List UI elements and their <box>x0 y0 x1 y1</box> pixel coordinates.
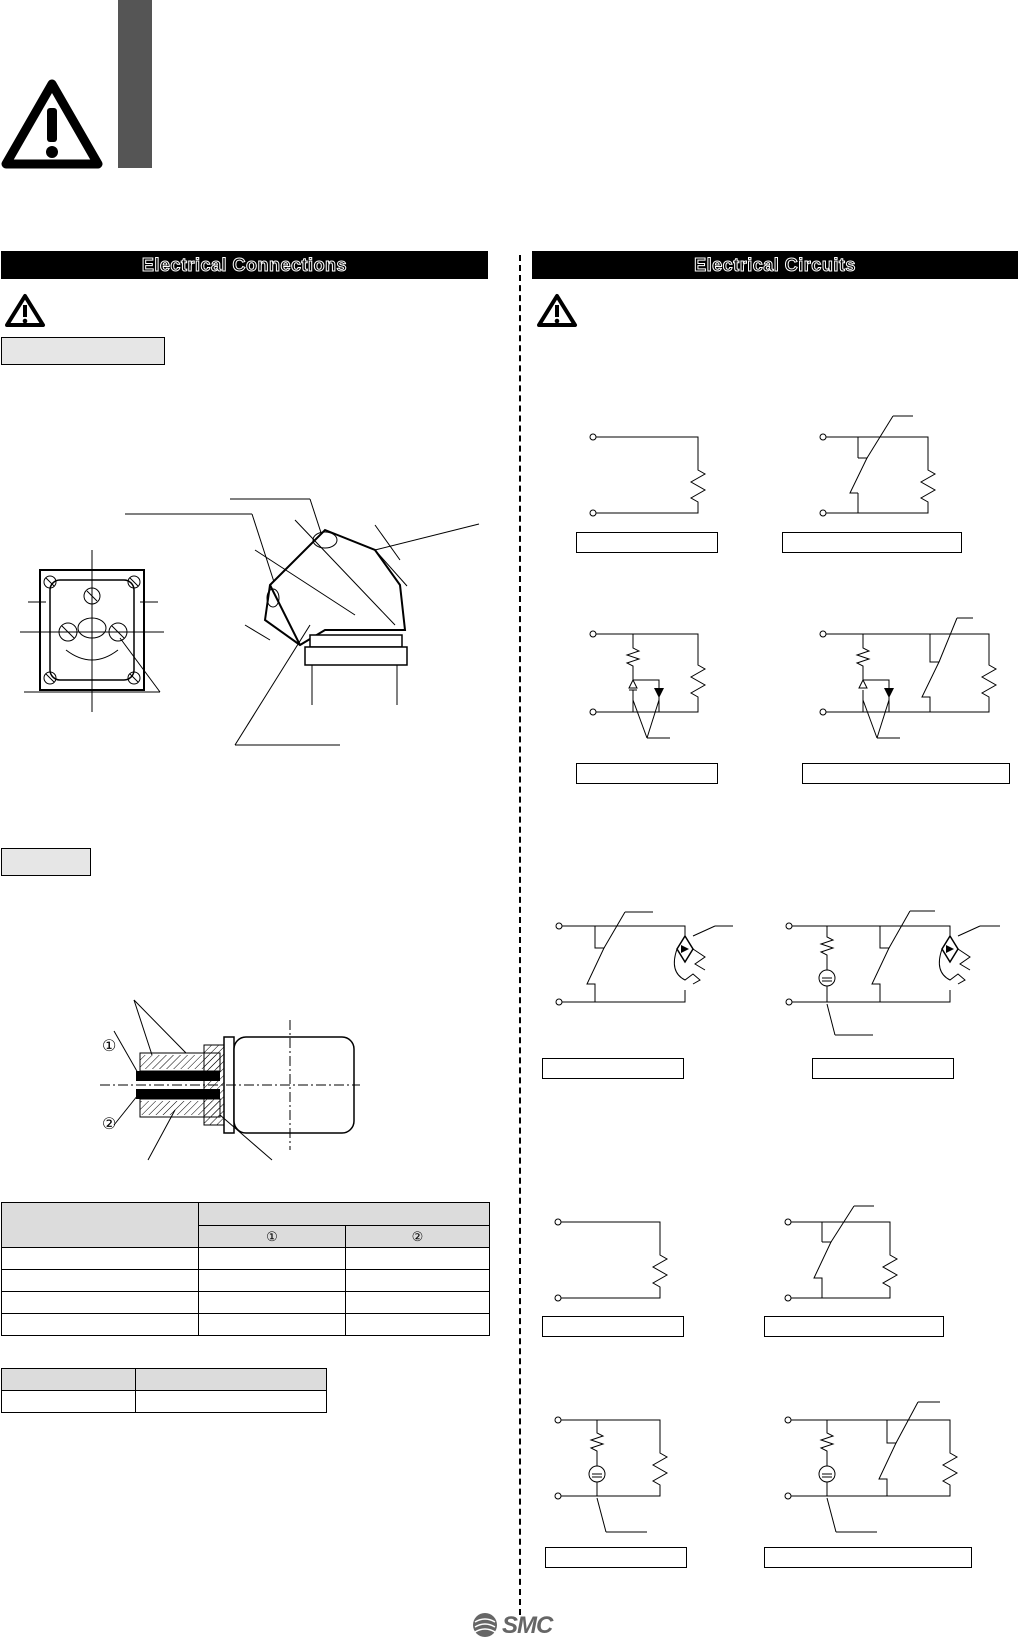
circuit-coil-varistor <box>819 415 937 517</box>
table-row <box>1 1313 490 1336</box>
circuit-caption <box>542 1316 684 1337</box>
electrical-connections-title: Electrical Connections <box>1 251 488 279</box>
cable-gland-cross-section <box>100 999 360 1161</box>
circuit-caption <box>764 1316 944 1337</box>
table-header-col-2: ② <box>345 1225 490 1248</box>
circuit-basic-coil-2 <box>554 1218 669 1302</box>
column-divider <box>519 255 521 1615</box>
circuit-dc-coil-led-varistor <box>784 1401 959 1533</box>
wire-marker-2: ② <box>102 1116 117 1133</box>
smc-logo-icon <box>473 1613 497 1637</box>
warning-triangle-small-icon <box>537 294 577 327</box>
circuit-dc-led-varistor-rectifier <box>785 910 1000 1036</box>
subsection-tag-connector <box>1 337 165 365</box>
small-table-header-1 <box>1 1368 136 1391</box>
warning-triangle-small-icon <box>5 294 45 327</box>
connector-front-view <box>20 550 164 712</box>
circuit-caption <box>576 763 718 784</box>
table-header-col-1: ① <box>198 1225 346 1248</box>
table-row <box>1 1247 490 1270</box>
circuit-caption <box>545 1547 687 1568</box>
circuit-dc-varistor-rectifier <box>555 911 733 1006</box>
table-row <box>1 1291 490 1314</box>
header-sidebar-bar <box>118 0 152 168</box>
wire-marker-1: ① <box>102 1038 117 1055</box>
circuit-caption <box>542 1058 684 1079</box>
warning-triangle-icon <box>1 79 103 169</box>
circuit-caption <box>802 763 1010 784</box>
circuit-coil-led-varistor <box>819 617 998 739</box>
circuit-caption <box>812 1058 954 1079</box>
table-row <box>1 1390 327 1413</box>
circuit-dc-coil-led <box>554 1416 669 1533</box>
circuit-caption <box>764 1547 972 1568</box>
circuit-caption <box>576 532 718 553</box>
circuit-coil-led <box>589 630 707 739</box>
subsection-tag-wiring <box>1 848 91 876</box>
wire-spec-table: ① ② <box>1 1202 490 1336</box>
circuit-caption <box>782 532 962 553</box>
small-spec-table <box>1 1368 327 1413</box>
smc-logo-text: SMC <box>502 1612 553 1639</box>
table-row <box>1 1269 490 1292</box>
table-header-blank <box>1 1202 199 1248</box>
connector-side-view <box>125 498 480 746</box>
table-header-group <box>198 1202 490 1226</box>
electrical-circuits-title: Electrical Circuits <box>532 251 1018 279</box>
small-table-header-2 <box>135 1368 327 1391</box>
circuit-coil-varistor-2 <box>784 1205 899 1302</box>
circuit-basic-coil <box>589 433 707 517</box>
